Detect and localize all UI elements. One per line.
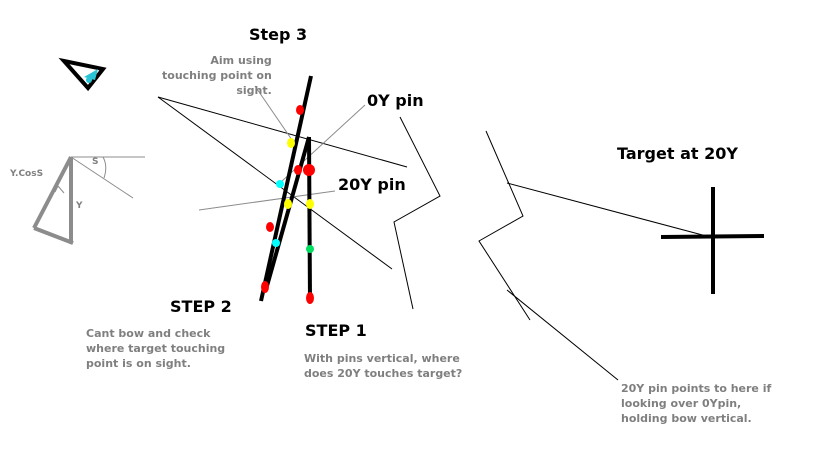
pin-red bbox=[303, 164, 315, 176]
ycoss-label: Y.CosS bbox=[10, 169, 44, 179]
step1-label: STEP 1 bbox=[305, 321, 367, 340]
zero-pin-label: 0Y pin bbox=[367, 91, 424, 110]
step1-note: With pins vertical, where does 20Y touch… bbox=[304, 352, 463, 380]
pin-red bbox=[296, 105, 304, 115]
pin-red bbox=[261, 281, 269, 293]
pin-yellow bbox=[287, 138, 295, 148]
break-marks bbox=[393, 116, 531, 321]
pin-cyan bbox=[276, 180, 284, 188]
cant-angle-triangle bbox=[32, 156, 145, 245]
pin-cyan bbox=[272, 239, 280, 247]
step2-label: STEP 2 bbox=[170, 297, 232, 316]
step2-note: Cant bow and check where target touching… bbox=[86, 327, 226, 370]
sight-lines bbox=[157, 96, 711, 381]
eye-icon bbox=[58, 57, 107, 92]
pin-red bbox=[266, 222, 274, 232]
target-cross bbox=[660, 187, 765, 294]
pin-green bbox=[306, 245, 314, 253]
aim-note: Aim using touching point on sight. bbox=[162, 54, 272, 97]
twenty-pin-label: 20Y pin bbox=[338, 175, 406, 194]
pin-yellow bbox=[306, 199, 314, 209]
pin-red bbox=[306, 292, 314, 304]
pin-red bbox=[294, 165, 302, 175]
sight-pins bbox=[261, 105, 315, 304]
y-label: Y bbox=[76, 201, 83, 211]
twenty-pin-note: 20Y pin points to here if looking over 0… bbox=[621, 382, 772, 425]
target-label: Target at 20Y bbox=[617, 144, 738, 163]
step3-label: Step 3 bbox=[249, 25, 308, 44]
s-angle-label: S bbox=[92, 157, 99, 167]
pin-yellow bbox=[284, 199, 292, 209]
